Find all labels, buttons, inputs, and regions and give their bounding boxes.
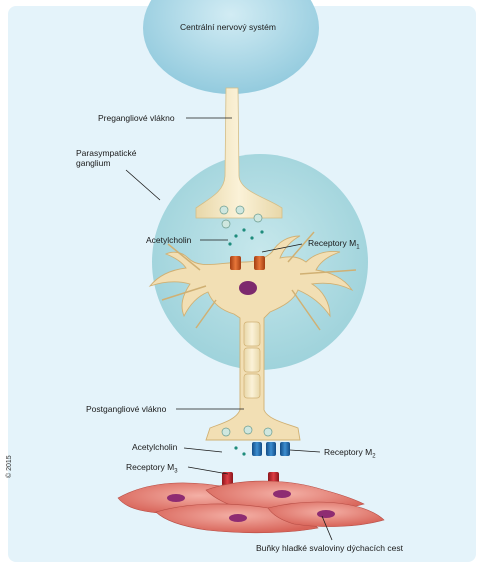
axon-myelin	[243, 321, 261, 399]
acetylcholine-top-label: Acetylcholin	[146, 235, 192, 245]
presynaptic-vesicles-bottom	[221, 425, 273, 456]
nucleus	[239, 281, 257, 295]
smooth-muscle-cells	[117, 480, 385, 534]
receptor-m2-label: Receptory M2	[324, 447, 376, 462]
ganglion-label: Parasympatické ganglium	[76, 148, 137, 168]
receptor-m1-subscript: 1	[356, 244, 360, 251]
receptor-m2-subscript: 2	[372, 453, 376, 460]
receptor-m3-label: Receptory M3	[126, 462, 178, 477]
acetylcholine-bottom-label: Acetylcholin	[132, 442, 178, 452]
presynaptic-vesicles-top	[219, 205, 264, 246]
receptor-m1-label: Receptory M1	[308, 238, 360, 253]
receptor-m2-text: Receptory M	[324, 447, 373, 457]
receptor-m1-pair	[230, 256, 265, 270]
leader-lines	[125, 117, 333, 541]
copyright-signature: © 2015	[6, 455, 13, 478]
cns-sphere	[143, 0, 319, 94]
receptor-m2-pair	[252, 442, 290, 456]
preganglionic-fiber	[195, 87, 283, 219]
cns-label: Centrální nervový systém	[180, 22, 276, 32]
receptor-m3-subscript: 3	[174, 468, 178, 475]
smooth-muscle-label: Buňky hladké svaloviny dýchacích cest	[256, 543, 403, 553]
receptor-m3-text: Receptory M	[126, 462, 175, 472]
postganglionic-label: Postgangliové vlákno	[86, 404, 167, 414]
receptor-m1-text: Receptory M	[308, 238, 357, 248]
preganglionic-label: Pregangliové vlákno	[98, 113, 175, 123]
